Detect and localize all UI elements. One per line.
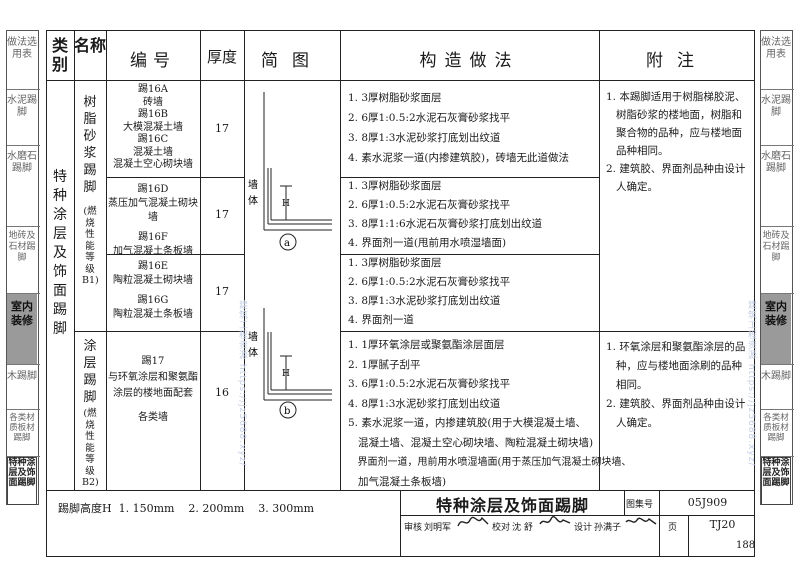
watermark-right: 建筑工程资源 https://jz5688.xyz/ [746, 300, 756, 467]
left-sidebar: 做法选用表 水泥踢脚 水磨石踢脚 地砖及石材踢脚 室内装修 木踢脚 各类材质板材… [6, 30, 40, 505]
header-sketch: 简图 [261, 51, 323, 71]
sketch-a-label: a [284, 238, 290, 249]
designer-signature [625, 517, 657, 525]
page-number: 188 [736, 540, 756, 551]
header-thickness: 厚度 [206, 48, 237, 66]
header-code: 编号 [130, 51, 176, 71]
sidebar-tab-wood-skirting[interactable]: 木踢脚 [7, 371, 37, 382]
svg-text:体: 体 [248, 347, 258, 359]
category-label: 特种涂层及饰面踢脚 [53, 169, 67, 337]
skirting-sketch-b: 墙 体 H b [248, 308, 332, 419]
name-resin-fire-class: (燃烧性能等级B1) [82, 206, 99, 286]
header-method: 构造做法 [419, 51, 520, 71]
header-category: 类别 [51, 36, 68, 74]
thickness-row-2: 17 [215, 208, 229, 221]
notes-resin: 1. 本踢脚适用于树脂梯胶泥、 树脂砂浆的楼地面，树脂和 聚合物的品种，应与楼地… [606, 91, 746, 193]
sidebar-tab-interior-finish[interactable]: 室内装修 [7, 294, 37, 364]
sketch-b-label: b [284, 406, 290, 417]
header-name: 名称 [74, 36, 107, 55]
atlas-number-label: 图集号 [626, 500, 654, 510]
drawing-title: 特种涂层及饰面踢脚 [435, 496, 589, 515]
notes-coating: 1. 环氧涂层和聚氨酯涂层的品 种，应与楼地面涂刷的品种 相同。2. 建筑胶、界… [606, 341, 746, 429]
skirting-height-options: 踢脚高度H 1. 150mm 2. 200mm 3. 300mm [58, 502, 315, 515]
sidebar-tab-cement-skirting[interactable]: 水泥踢脚 [7, 95, 37, 118]
thickness-row-4: 16 [215, 386, 229, 399]
sketch-b-wall-label: 墙 [248, 330, 258, 343]
checker-name: 沈 舒 [512, 523, 533, 533]
header-notes: 附注 [646, 51, 708, 71]
thickness-row-3: 17 [215, 285, 229, 298]
sidebar-tab-interior-finish[interactable]: 室内装修 [761, 294, 791, 364]
sidebar-tab-special-coating[interactable]: 特种涂层及饰面踢脚 [7, 457, 37, 505]
page-label: 页 [668, 523, 678, 533]
sidebar-tab-board-skirting[interactable]: 各类材质板材踢脚 [9, 413, 35, 443]
sidebar-tab-terrazzo-skirting[interactable]: 水磨石踢脚 [7, 151, 37, 174]
designer-name: 孙满子 [594, 523, 622, 533]
sidebar-tab-board-skirting[interactable]: 各类材质板材踢脚 [763, 413, 789, 443]
watermark-left: 建筑工程资源 https://jz5688.xyz/ [237, 300, 247, 467]
name-coating-fire-class: (燃烧性能等级B2) [82, 408, 99, 488]
checker-label: 校对 [492, 523, 511, 533]
designer-label: 设计 [574, 523, 593, 533]
sheet-number: TJ20 [709, 518, 736, 531]
skirting-sketch-a: 墙 体 H a [248, 92, 332, 251]
checker-signature [539, 516, 571, 525]
sidebar-tab-selection-table[interactable]: 做法选用表 [761, 37, 791, 60]
sidebar-tab-terrazzo-skirting[interactable]: 水磨石踢脚 [761, 151, 791, 174]
sketch-a-h-label: H [282, 199, 290, 209]
sketch-a-wall-label: 墙 [248, 178, 258, 191]
svg-text:体: 体 [248, 195, 258, 207]
reviewer-label: 审核 [404, 523, 423, 533]
sidebar-tab-special-coating[interactable]: 特种涂层及饰面踢脚 [761, 457, 791, 505]
atlas-number: 05J909 [687, 496, 728, 509]
name-resin-skirting: 树脂砂浆踢脚 [83, 95, 97, 195]
sidebar-tab-cement-skirting[interactable]: 水泥踢脚 [761, 95, 791, 118]
reviewer-signature [457, 516, 489, 527]
sidebar-tab-tile-stone-skirting[interactable]: 地砖及石材踢脚 [8, 231, 36, 263]
sketch-b-h-label: H [282, 369, 290, 379]
reviewer-name: 刘明军 [424, 523, 452, 533]
sidebar-tab-tile-stone-skirting[interactable]: 地砖及石材踢脚 [762, 231, 790, 263]
right-sidebar: 做法选用表 水泥踢脚 水磨石踢脚 地砖及石材踢脚 室内装修 木踢脚 各类材质板材… [760, 30, 794, 505]
sidebar-tab-wood-skirting[interactable]: 木踢脚 [761, 371, 791, 382]
name-coating-skirting: 涂层踢脚 [83, 339, 97, 405]
thickness-row-1: 17 [215, 122, 229, 135]
sidebar-tab-selection-table[interactable]: 做法选用表 [7, 37, 37, 60]
